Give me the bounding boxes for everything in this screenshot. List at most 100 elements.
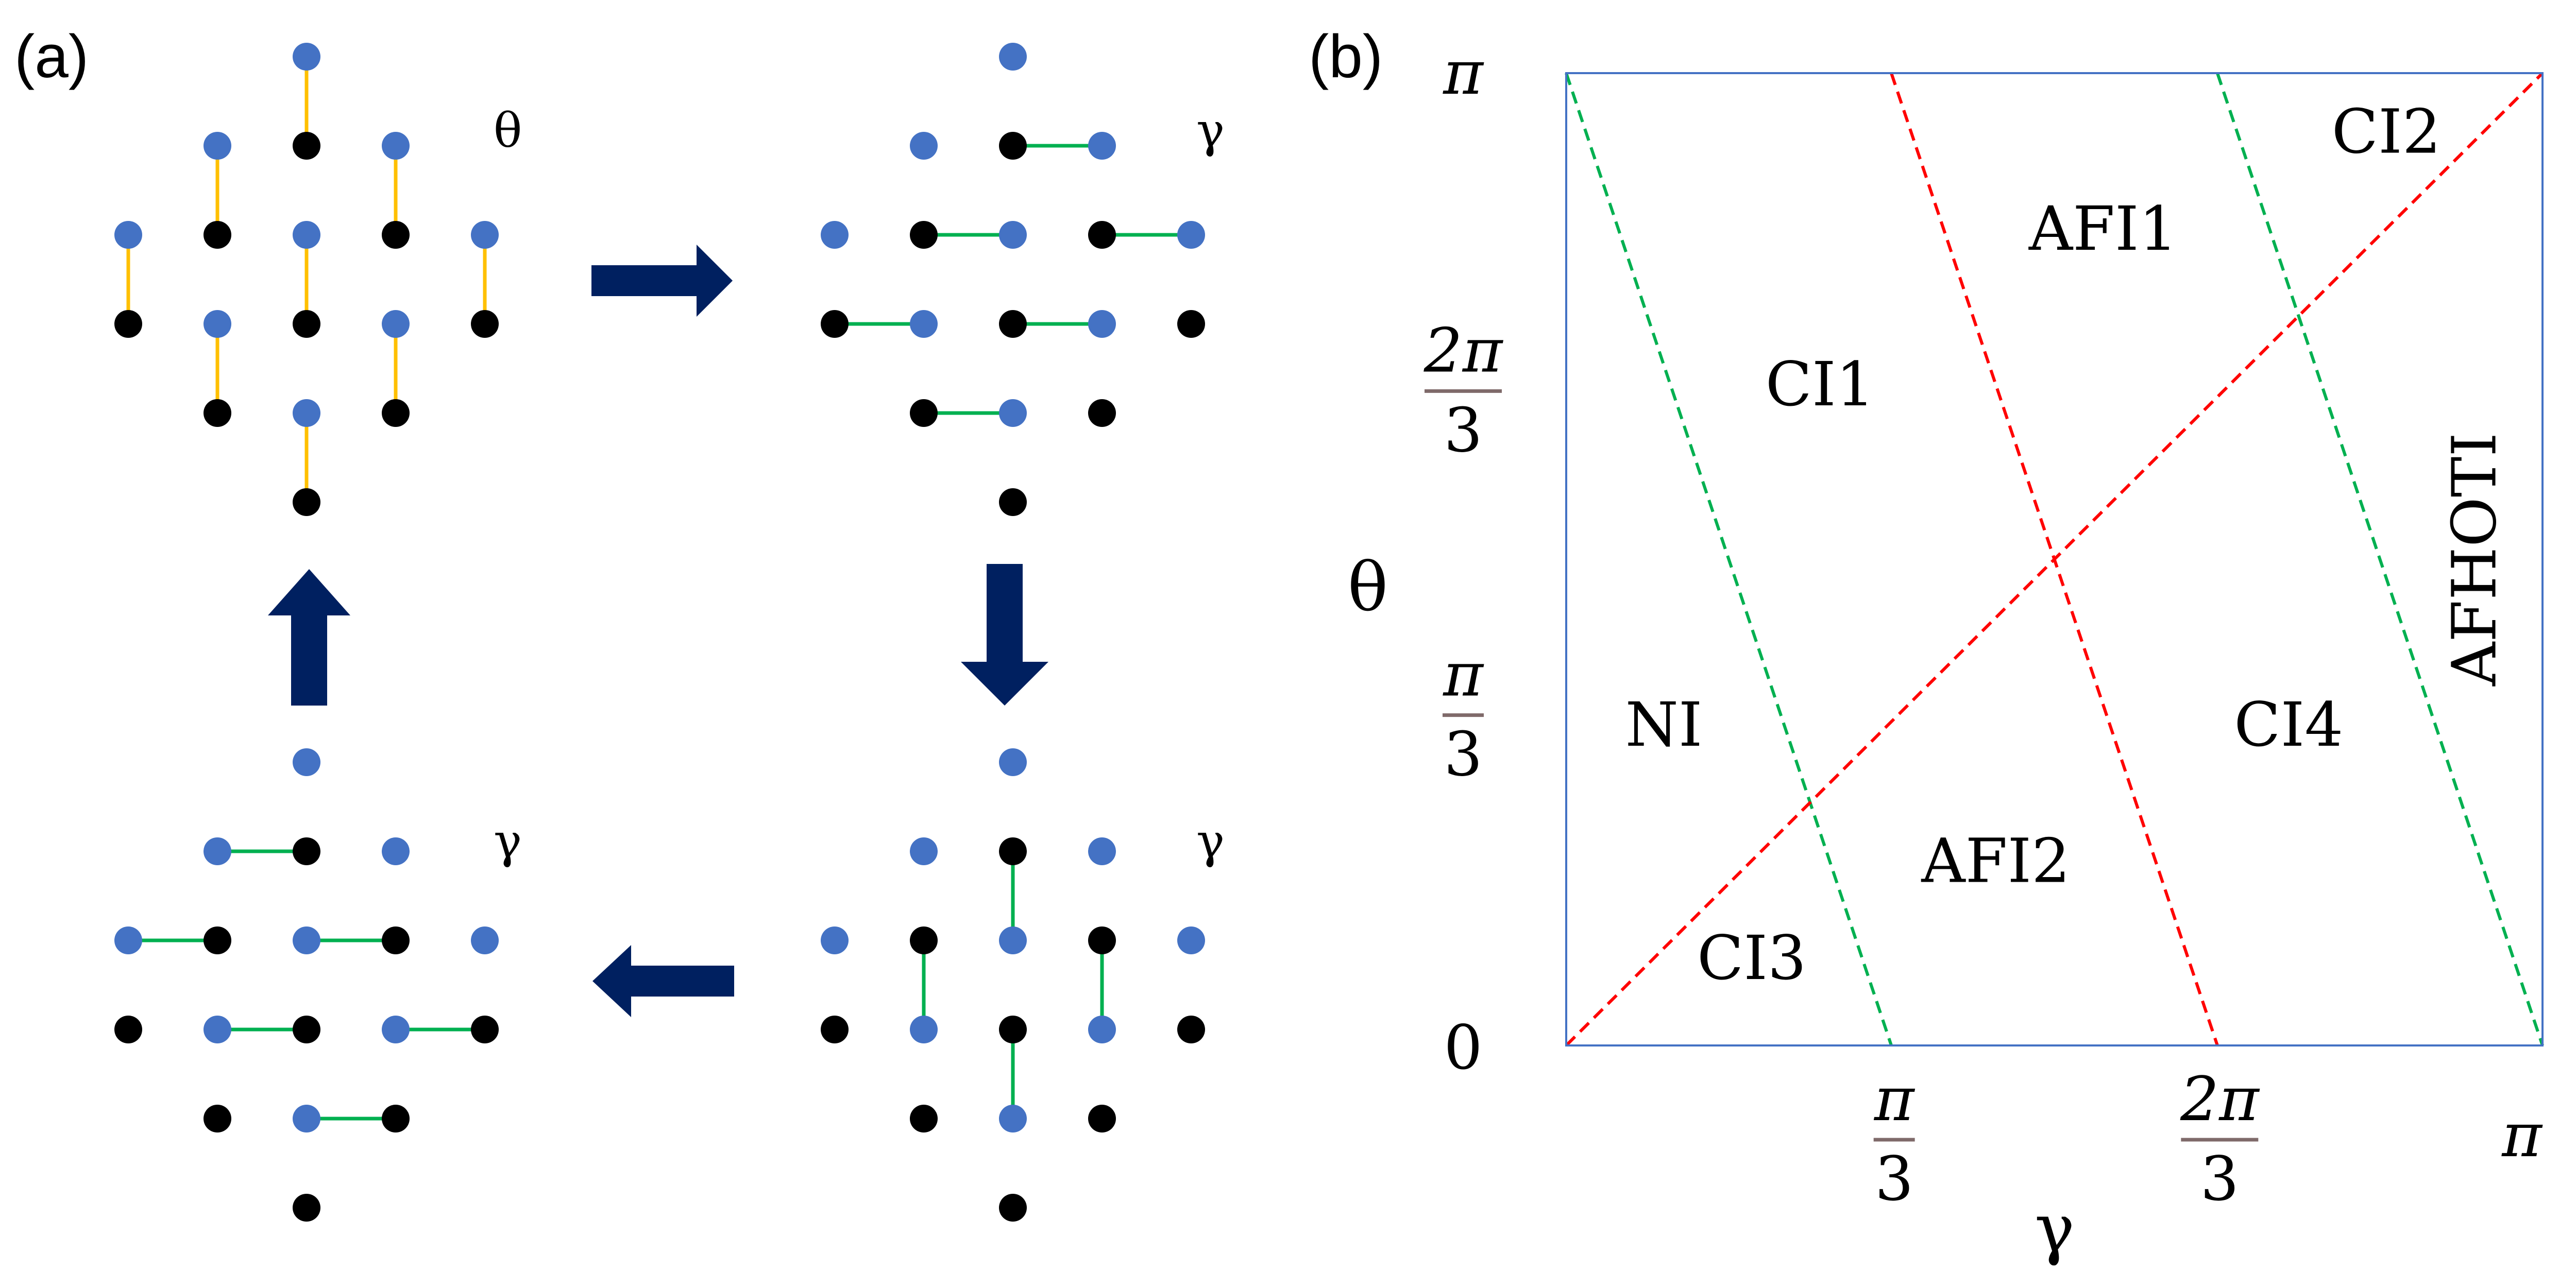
tick-denominator: 3 [1444, 394, 1482, 466]
y-axis-label: θ [1348, 548, 1388, 626]
black-site [1088, 399, 1116, 427]
tick-numerator: π [1442, 639, 1484, 710]
tick-value: 0 [1444, 1012, 1482, 1083]
phase-diagram-frame [1565, 72, 2544, 1046]
black-site [293, 1016, 320, 1043]
blue-site [999, 926, 1027, 954]
tick-value: π [2501, 1100, 2543, 1171]
y-tick-2π-3: 2π3 [1423, 315, 1504, 466]
black-site [999, 310, 1027, 338]
tick-denominator: 3 [1875, 1143, 1913, 1214]
blue-site [999, 748, 1027, 776]
blue-site [821, 926, 849, 954]
cycle-arrows [268, 245, 1048, 1017]
x-tick-π: π [2501, 1100, 2543, 1171]
black-site [999, 488, 1027, 516]
blue-site [293, 221, 320, 249]
tick-numerator: 2π [2180, 1063, 2260, 1135]
black-site [204, 926, 231, 954]
blue-site [204, 837, 231, 865]
black-site [999, 132, 1027, 160]
black-site [114, 310, 142, 338]
blue-site [999, 221, 1027, 249]
x-tick-2π-3: 2π3 [2180, 1063, 2260, 1214]
black-site [999, 1016, 1027, 1043]
y-tick-π-3: π3 [1442, 639, 1484, 790]
blue-site [204, 310, 231, 338]
blue-site [114, 926, 142, 954]
lattice-group [114, 43, 1205, 1222]
blue-site [204, 1016, 231, 1043]
black-site [1088, 926, 1116, 954]
blue-site [382, 310, 410, 338]
tick-numerator: π [1873, 1063, 1916, 1135]
blue-site [382, 132, 410, 160]
black-site [1177, 310, 1205, 338]
black-site [293, 488, 320, 516]
blue-site [382, 1016, 410, 1043]
black-site [204, 399, 231, 427]
lattice-panel-3 [114, 748, 499, 1222]
black-site [1088, 1105, 1116, 1132]
blue-site [293, 399, 320, 427]
black-site [114, 1016, 142, 1043]
blue-site [293, 43, 320, 71]
tick-denominator: 3 [2200, 1143, 2239, 1214]
blue-site [1088, 310, 1116, 338]
black-site [1088, 221, 1116, 249]
blue-site [999, 43, 1027, 71]
phase-region-ci4: CI4 [2234, 689, 2343, 760]
black-site [293, 310, 320, 338]
arrow-up-icon [268, 569, 350, 706]
lattice-panel-1 [114, 43, 499, 516]
blue-site [382, 837, 410, 865]
phase-region-ni: NI [1625, 689, 1703, 760]
blue-site [999, 1105, 1027, 1132]
black-site [910, 1105, 938, 1132]
phase-boundary-line [1565, 72, 2544, 1047]
black-site [382, 926, 410, 954]
panel-a-lattice-cycle: (a) θ γ γ γ [14, 23, 1225, 1222]
phase-boundaries [1565, 72, 2544, 1047]
blue-site [910, 310, 938, 338]
black-site [382, 399, 410, 427]
black-site [910, 221, 938, 249]
blue-site [999, 399, 1027, 427]
lattice-panel-4 [821, 748, 1205, 1222]
x-tick-π-3: π3 [1873, 1063, 1916, 1214]
black-site [821, 1016, 849, 1043]
black-site [821, 310, 849, 338]
phase-region-afi1: AFI1 [2028, 193, 2178, 264]
step-label-theta-top-left: θ [494, 103, 522, 158]
blue-site [204, 132, 231, 160]
blue-site [821, 221, 849, 249]
blue-site [471, 221, 499, 249]
blue-site [293, 1105, 320, 1132]
phase-boundary-line [1565, 73, 1893, 1046]
phase-region-afi2: AFI2 [1921, 825, 2070, 896]
black-site [910, 399, 938, 427]
phase-region-ci2: CI2 [2332, 96, 2441, 167]
black-site [293, 1194, 320, 1222]
blue-site [910, 1016, 938, 1043]
tick-numerator: 2π [1423, 315, 1504, 386]
arrow-left-icon [592, 945, 734, 1017]
black-site [999, 1194, 1027, 1222]
step-label-gamma-top-right: γ [1196, 103, 1225, 158]
black-site [293, 132, 320, 160]
blue-site [1177, 221, 1205, 249]
blue-site [471, 926, 499, 954]
panel-a-label: (a) [14, 23, 89, 91]
blue-site [293, 748, 320, 776]
tick-denominator: 3 [1444, 719, 1482, 790]
blue-site [910, 132, 938, 160]
black-site [1177, 1016, 1205, 1043]
phase-region-afhoti: AFHOTI [2438, 433, 2510, 687]
x-axis-label: γ [2035, 1189, 2075, 1267]
blue-site [114, 221, 142, 249]
panel-b-label: (b) [1309, 23, 1383, 91]
